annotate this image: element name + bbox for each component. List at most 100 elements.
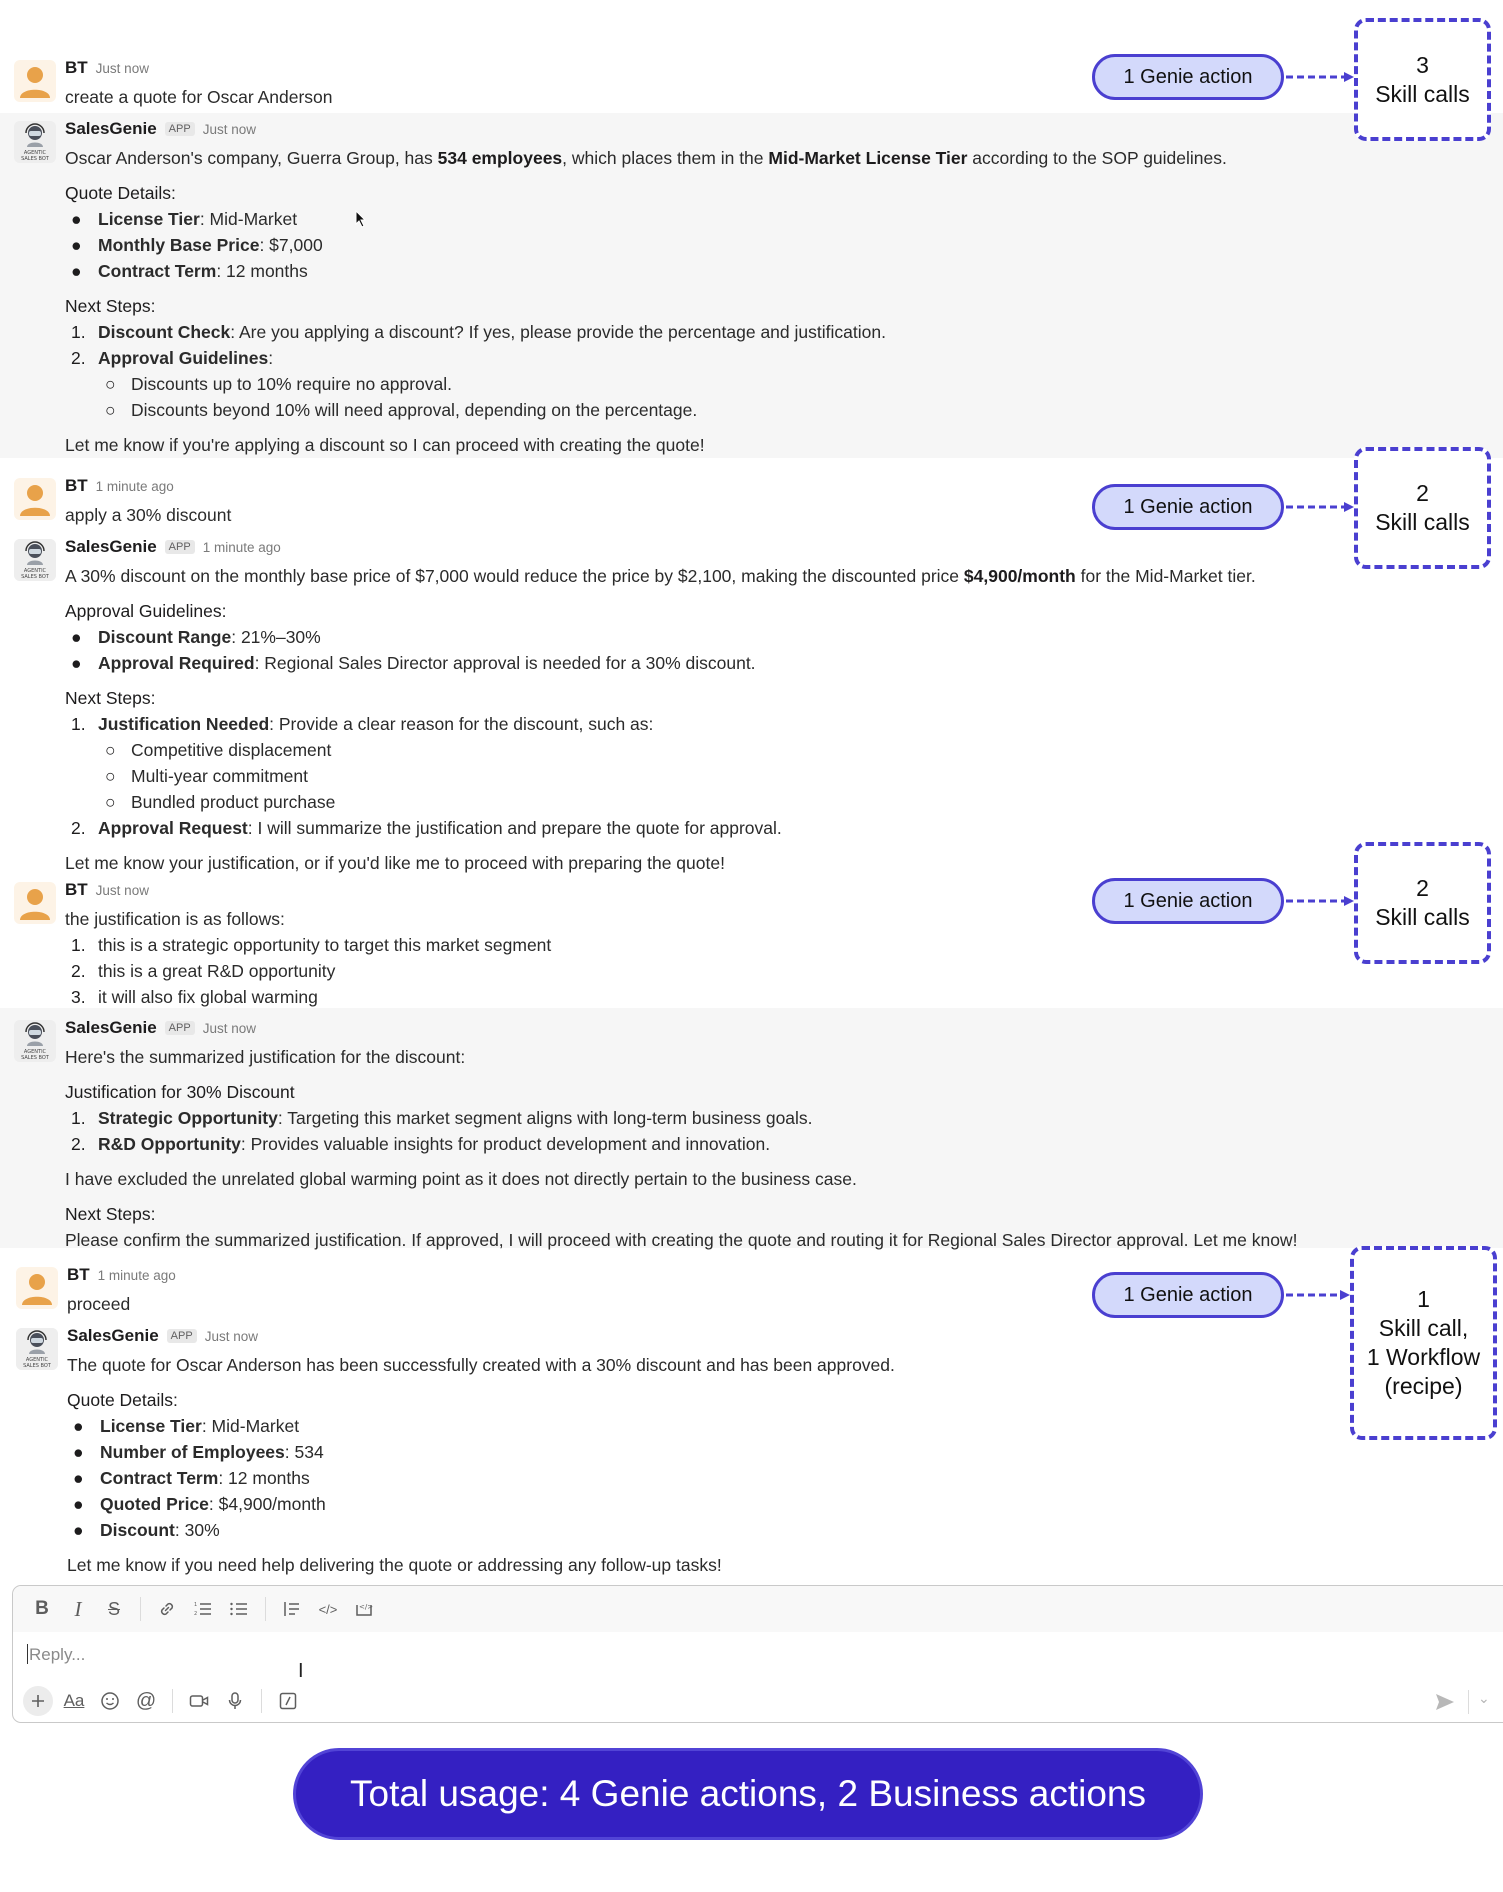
person-icon: [20, 485, 50, 516]
quote-details-list: ●License Tier: Mid-Market ●Monthly Base …: [65, 206, 1330, 284]
code-icon[interactable]: </>: [318, 1601, 338, 1617]
plus-icon[interactable]: [23, 1686, 53, 1716]
mention-icon[interactable]: @: [135, 1689, 157, 1712]
excluded-note: I have excluded the unrelated global war…: [65, 1169, 857, 1189]
timestamp[interactable]: 1 minute ago: [97, 1268, 176, 1283]
user-avatar[interactable]: [14, 478, 56, 520]
robot-icon: AGENTIC SALES BOT: [14, 1020, 56, 1062]
justification-list: 1.this is a strategic opportunity to tar…: [65, 932, 1330, 1010]
bulleted-list-icon[interactable]: [224, 1594, 254, 1624]
user-avatar[interactable]: [16, 1267, 58, 1309]
bot-avatar[interactable]: AGENTIC SALES BOT: [16, 1328, 58, 1370]
timestamp[interactable]: 1 minute ago: [202, 540, 281, 555]
app-badge: APP: [164, 1021, 195, 1035]
svg-text:AGENTIC: AGENTIC: [26, 1357, 49, 1363]
formatting-icon[interactable]: Aa: [63, 1691, 85, 1710]
genie-action-pill: 1 Genie action: [1092, 54, 1284, 100]
next-steps-list: 1.Discount Check: Are you applying a dis…: [65, 319, 1330, 423]
section-heading: Next Steps:: [65, 1204, 156, 1224]
send-icon[interactable]: [1433, 1690, 1457, 1714]
bot-avatar[interactable]: AGENTIC SALES BOT: [14, 539, 56, 581]
list-item: 3.it will also fix global warming: [71, 987, 318, 1007]
sub-list-item: ○Discounts up to 10% require no approval…: [105, 374, 453, 394]
sub-list-item: ○Competitive displacement: [105, 740, 332, 760]
timestamp[interactable]: Just now: [95, 883, 149, 898]
message-text: apply a 30% discount: [65, 505, 232, 525]
sender-name[interactable]: SalesGenie: [65, 119, 157, 138]
list-item: ●Discount: 30%: [73, 1520, 220, 1540]
user-avatar[interactable]: [14, 882, 56, 924]
shortcuts-icon[interactable]: [273, 1686, 303, 1716]
timestamp[interactable]: Just now: [202, 1021, 256, 1036]
bot-avatar[interactable]: AGENTIC SALES BOT: [14, 1020, 56, 1062]
emoji-icon[interactable]: [95, 1686, 125, 1716]
sender-name[interactable]: SalesGenie: [65, 1018, 157, 1037]
blockquote-icon[interactable]: [277, 1594, 307, 1624]
toolbar-divider: [172, 1689, 173, 1713]
sub-list-item: ○Bundled product purchase: [105, 792, 336, 812]
toolbar-divider: [265, 1597, 266, 1621]
robot-icon: AGENTIC SALES BOT: [14, 121, 56, 163]
chevron-down-icon[interactable]: ⌄: [1478, 1690, 1490, 1706]
list-item: ●Quoted Price: $4,900/month: [73, 1494, 326, 1514]
list-item: 1.this is a strategic opportunity to tar…: [71, 935, 552, 955]
user-avatar[interactable]: [14, 60, 56, 102]
bot-avatar[interactable]: AGENTIC SALES BOT: [14, 121, 56, 163]
toolbar-divider: [261, 1689, 262, 1713]
link-icon[interactable]: [152, 1594, 182, 1624]
sender-name[interactable]: BT: [65, 476, 88, 495]
person-icon: [20, 889, 50, 920]
section-heading: Approval Guidelines:: [65, 601, 227, 621]
sender-name[interactable]: SalesGenie: [65, 537, 157, 556]
section-heading: Quote Details:: [65, 183, 176, 203]
timestamp[interactable]: Just now: [204, 1329, 258, 1344]
sub-list-item: ○Discounts beyond 10% will need approval…: [105, 400, 698, 420]
section-heading: Quote Details:: [67, 1390, 178, 1410]
app-badge: APP: [166, 1329, 197, 1343]
message-text: the justification is as follows:: [65, 909, 285, 929]
send-divider: [1468, 1690, 1469, 1714]
svg-text:</>: </>: [359, 1603, 373, 1611]
timestamp[interactable]: Just now: [95, 61, 149, 76]
dashed-arrow-icon: [1286, 72, 1354, 82]
svg-text:SALES BOT: SALES BOT: [21, 574, 50, 580]
italic-icon[interactable]: I: [74, 1596, 82, 1621]
timestamp[interactable]: Just now: [202, 122, 256, 137]
text-cursor-icon: I: [298, 1660, 304, 1682]
message-closing: Let me know your justification, or if yo…: [65, 853, 725, 873]
sender-name[interactable]: SalesGenie: [67, 1326, 159, 1345]
genie-action-pill: 1 Genie action: [1092, 878, 1284, 924]
quote-details-list: ●License Tier: Mid-Market ●Number of Emp…: [67, 1413, 1330, 1543]
composer-actions: Aa @: [23, 1686, 303, 1716]
bold-icon[interactable]: B: [35, 1598, 49, 1619]
genie-action-pill: 1 Genie action: [1092, 484, 1284, 530]
message-text: A 30% discount on the monthly base price…: [65, 566, 1256, 586]
list-item: 2.Approval Guidelines:: [71, 348, 274, 368]
sender-name[interactable]: BT: [67, 1265, 90, 1284]
svg-text:AGENTIC: AGENTIC: [24, 568, 47, 574]
video-icon[interactable]: [184, 1686, 214, 1716]
robot-icon: AGENTIC SALES BOT: [14, 539, 56, 581]
bot-message-background: [0, 1008, 1503, 1248]
person-icon: [22, 1274, 52, 1305]
svg-text:AGENTIC: AGENTIC: [24, 150, 47, 156]
message-closing: Let me know if you're applying a discoun…: [65, 435, 705, 455]
next-steps-text: Please confirm the summarized justificat…: [65, 1230, 1298, 1250]
sender-name[interactable]: BT: [65, 880, 88, 899]
section-heading: Next Steps:: [65, 296, 156, 316]
section-heading: Next Steps:: [65, 688, 156, 708]
list-item: ●Number of Employees: 534: [73, 1442, 324, 1462]
reply-input[interactable]: Reply...: [27, 1644, 86, 1664]
sender-name[interactable]: BT: [65, 58, 88, 77]
timestamp[interactable]: 1 minute ago: [95, 479, 174, 494]
strikethrough-icon[interactable]: S: [107, 1598, 120, 1619]
message-text: Oscar Anderson's company, Guerra Group, …: [65, 148, 1227, 168]
svg-text:SALES BOT: SALES BOT: [21, 156, 50, 162]
approval-guidelines-list: ●Discount Range: 21%–30% ●Approval Requi…: [65, 624, 1330, 676]
microphone-icon[interactable]: [220, 1686, 250, 1716]
code-block-icon[interactable]: </>: [349, 1594, 379, 1624]
